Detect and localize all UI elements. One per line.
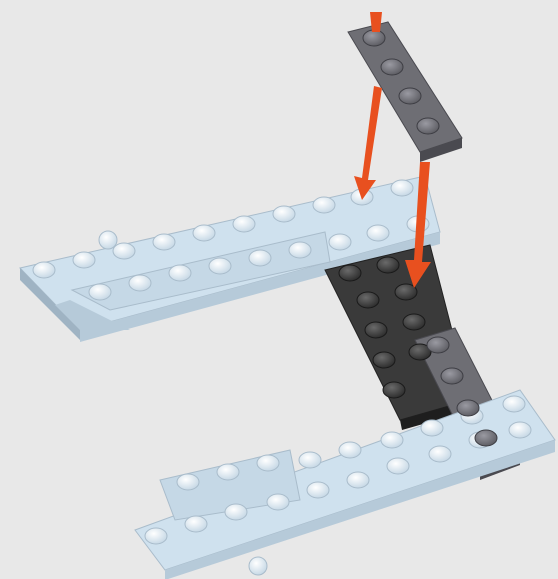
stud bbox=[387, 458, 409, 474]
stud bbox=[129, 275, 151, 291]
stud bbox=[381, 432, 403, 448]
stud bbox=[417, 118, 439, 134]
stud bbox=[357, 292, 379, 308]
stud bbox=[475, 430, 497, 446]
ball-joint-bottom bbox=[249, 557, 267, 575]
stud bbox=[383, 382, 405, 398]
stud bbox=[363, 30, 385, 46]
stud bbox=[249, 250, 271, 266]
stud bbox=[347, 472, 369, 488]
stud bbox=[381, 59, 403, 75]
stud bbox=[399, 88, 421, 104]
stud bbox=[225, 504, 247, 520]
stud bbox=[457, 400, 479, 416]
stud bbox=[421, 420, 443, 436]
stud bbox=[209, 258, 231, 274]
ball-joint-top bbox=[99, 231, 117, 249]
stud bbox=[429, 446, 451, 462]
stud bbox=[391, 180, 413, 196]
stud bbox=[185, 516, 207, 532]
stud bbox=[113, 243, 135, 259]
stud bbox=[257, 455, 279, 471]
stud bbox=[509, 422, 531, 438]
stud bbox=[373, 352, 395, 368]
stud bbox=[267, 494, 289, 510]
stud bbox=[403, 314, 425, 330]
stud bbox=[503, 396, 525, 412]
stud bbox=[299, 452, 321, 468]
stud bbox=[365, 322, 387, 338]
stud bbox=[339, 265, 361, 281]
stud bbox=[313, 197, 335, 213]
stud bbox=[193, 225, 215, 241]
stud bbox=[153, 234, 175, 250]
stud bbox=[33, 262, 55, 278]
stud bbox=[441, 368, 463, 384]
stud bbox=[329, 234, 351, 250]
stud bbox=[217, 464, 239, 480]
stud bbox=[169, 265, 191, 281]
stud bbox=[427, 337, 449, 353]
stud bbox=[145, 528, 167, 544]
stud bbox=[289, 242, 311, 258]
stud bbox=[339, 442, 361, 458]
stud bbox=[177, 474, 199, 490]
stud bbox=[273, 206, 295, 222]
stud bbox=[73, 252, 95, 268]
arrow-top-stub bbox=[370, 12, 382, 32]
falling-1x4-plate bbox=[348, 22, 462, 162]
stud bbox=[233, 216, 255, 232]
stud bbox=[377, 257, 399, 273]
arrow-left bbox=[354, 86, 382, 200]
stud bbox=[367, 225, 389, 241]
stud bbox=[307, 482, 329, 498]
stud bbox=[89, 284, 111, 300]
